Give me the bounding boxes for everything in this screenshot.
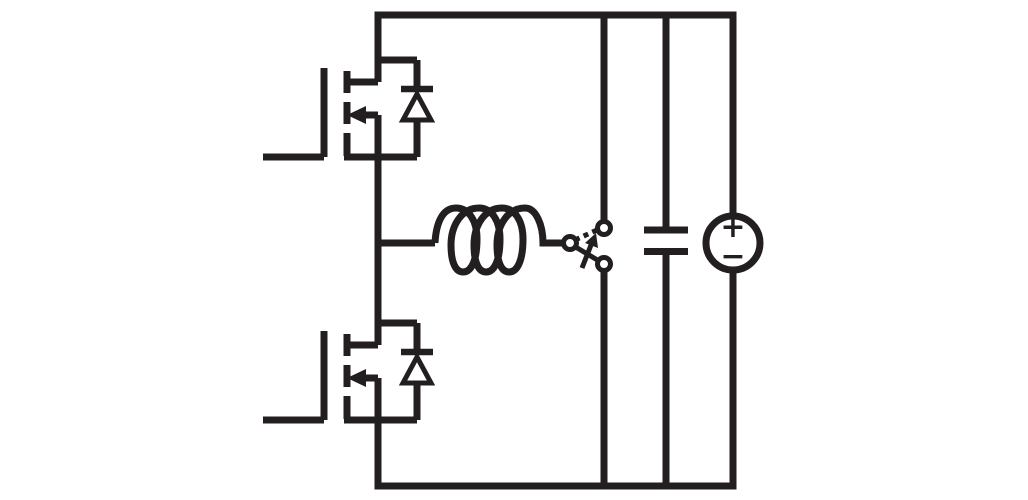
low-side-mosfet bbox=[263, 323, 433, 420]
plus-polarity-symbol: + bbox=[720, 210, 745, 245]
inductor-coil bbox=[431, 204, 562, 276]
spdt-switch bbox=[561, 219, 613, 273]
top-rail bbox=[374, 11, 737, 216]
capacitor bbox=[644, 226, 688, 255]
switch-top-throw-terminal bbox=[595, 219, 613, 237]
switch-pole-terminal bbox=[561, 234, 579, 252]
switch-motion-arrow-icon bbox=[585, 233, 598, 248]
minus-polarity-symbol: − bbox=[720, 239, 745, 274]
high-side-mosfet bbox=[263, 60, 433, 157]
switch-motion-arrow-shaft bbox=[579, 244, 594, 269]
voltage-source-circle bbox=[702, 212, 764, 274]
switch-bottom-throw-terminal bbox=[595, 255, 613, 273]
switch-alternate-position bbox=[573, 227, 599, 243]
capacitor-plates bbox=[644, 226, 688, 255]
inductor bbox=[431, 204, 562, 276]
voltage-source: + − bbox=[702, 210, 764, 274]
bottom-rail bbox=[374, 270, 737, 490]
